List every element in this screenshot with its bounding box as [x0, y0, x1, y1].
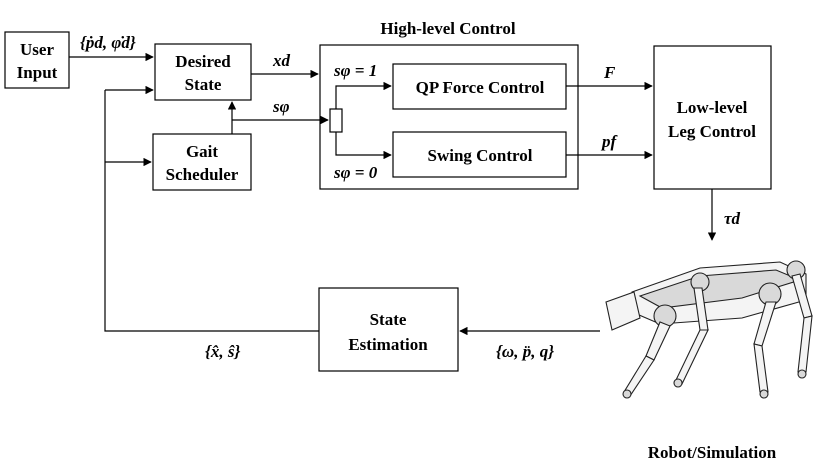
wires	[69, 52, 717, 336]
user-input-block: User Input	[4, 31, 70, 89]
svg-text:QP Force Control: QP Force Control	[416, 78, 545, 97]
estimate-label: {x̂, ŝ}	[205, 342, 241, 361]
high-level-title: High-level Control	[380, 19, 515, 38]
svg-text:State: State	[370, 310, 407, 329]
qp-force-control-block	[392, 63, 567, 110]
foot-position-label: pf	[600, 132, 619, 151]
robot-caption: Robot/Simulation	[648, 443, 777, 462]
svg-text:Estimation: Estimation	[348, 335, 428, 354]
s-phi-label: sφ	[272, 97, 290, 116]
force-label: F	[603, 63, 616, 82]
mode-switch	[329, 108, 343, 133]
sensor-label: {ω, p̈, q}	[496, 342, 554, 361]
s-phi-1-label: sφ = 1	[333, 61, 377, 80]
robot-image	[605, 260, 813, 399]
high-level-control-block: High-level Control QP Force Control Swin…	[319, 19, 579, 190]
svg-text:Input: Input	[17, 63, 58, 82]
svg-text:User: User	[20, 40, 54, 59]
user-command-label: {ṗd, φ̇d}	[80, 33, 136, 52]
svg-text:Scheduler: Scheduler	[166, 165, 239, 184]
svg-text:Low-level: Low-level	[677, 98, 748, 117]
x-d-label: xd	[272, 51, 291, 70]
svg-text:Leg Control: Leg Control	[668, 122, 756, 141]
low-level-leg-control-block: Low-level Leg Control	[653, 45, 772, 190]
s-phi-0-label: sφ = 0	[333, 163, 378, 182]
svg-text:Gait: Gait	[186, 142, 218, 161]
signal-labels: {ṗd, φ̇d} xd sφ sφ = 1 sφ = 0 F pf τd {ω…	[80, 33, 741, 361]
swing-control-block	[392, 131, 567, 178]
svg-text:Desired: Desired	[175, 52, 231, 71]
svg-text:Swing Control: Swing Control	[427, 146, 532, 165]
torque-label: τd	[724, 209, 741, 228]
gait-scheduler-block: Gait Scheduler	[152, 133, 252, 191]
state-estimation-block: State Estimation	[318, 287, 459, 372]
desired-state-block: Desired State	[154, 43, 252, 101]
svg-text:State: State	[185, 75, 222, 94]
